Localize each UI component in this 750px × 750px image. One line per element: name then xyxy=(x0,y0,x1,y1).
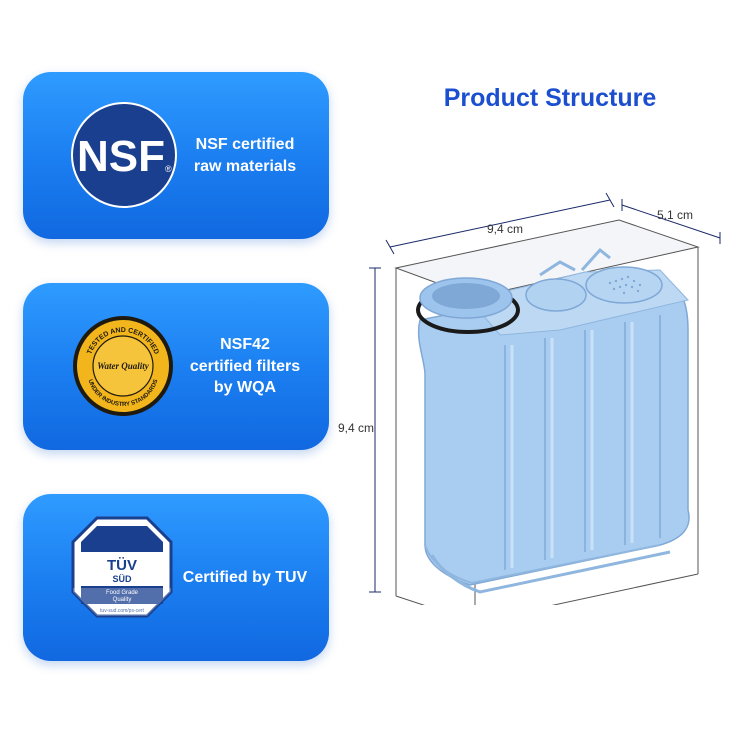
nsf-logo-text: NSF xyxy=(77,132,165,181)
feature-card-nsf: NSF ® NSF certified raw materials xyxy=(23,72,329,239)
dimension-width-label: 9,4 cm xyxy=(487,222,524,236)
feature-label-wqa: NSF42 certified filters by WQA xyxy=(189,336,301,397)
dimension-height-label: 9,4 cm xyxy=(338,421,375,435)
svg-text:®: ® xyxy=(165,164,172,174)
filter-cartridge-illustration xyxy=(369,192,721,605)
wqa-seal-center-text: Water Quality xyxy=(97,361,150,371)
feature-label-nsf: NSF certified raw materials xyxy=(193,135,297,175)
tuv-sud-text: SÜD xyxy=(112,574,132,584)
tuv-certificate-icon: TÜV SÜD Food Grade Quality tuv-sud.com/p… xyxy=(71,516,173,618)
dimension-lines xyxy=(369,192,721,593)
tuv-quality-text: Quality xyxy=(113,597,132,603)
page-title: Product Structure xyxy=(443,84,657,112)
filter-body xyxy=(416,247,690,594)
nsf-logo-icon: NSF ® xyxy=(71,102,177,208)
feature-label-tuv: Certified by TUV xyxy=(182,568,308,586)
tuv-url-text: tuv-sud.com/ps-cert xyxy=(100,608,145,614)
tuv-food-grade-text: Food Grade xyxy=(106,590,139,596)
tuv-logo-text: TÜV xyxy=(107,557,137,574)
dimension-depth-label: 5,1 cm xyxy=(657,208,694,222)
wqa-seal-icon: TESTED AND CERTIFIED Water Quality UNDER… xyxy=(73,316,173,416)
feature-card-wqa: TESTED AND CERTIFIED Water Quality UNDER… xyxy=(23,283,329,450)
feature-card-tuv: TÜV SÜD Food Grade Quality tuv-sud.com/p… xyxy=(23,494,329,661)
